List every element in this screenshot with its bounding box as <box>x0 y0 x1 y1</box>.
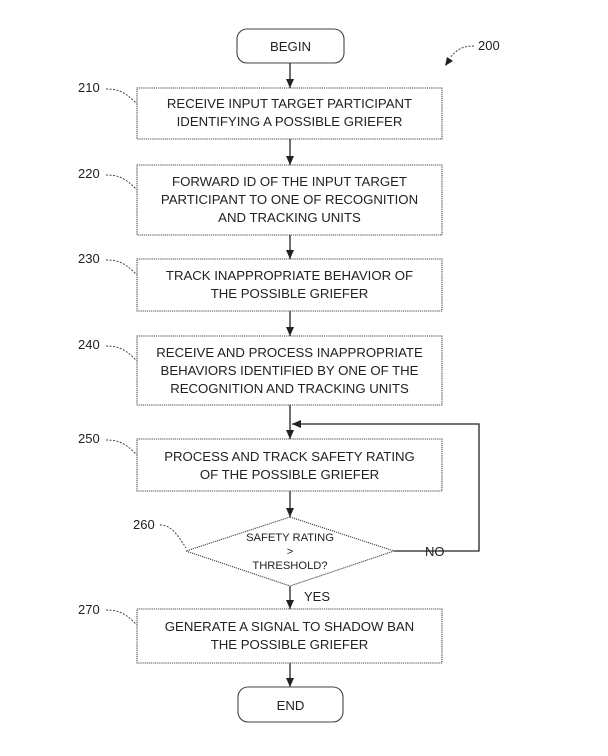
step-270: GENERATE A SIGNAL TO SHADOW BAN THE POSS… <box>78 602 443 664</box>
step-210-line-2: IDENTIFYING A POSSIBLE GRIEFER <box>177 114 403 129</box>
decision-260: SAFETY RATING > THRESHOLD? 260 NO YES <box>133 516 445 604</box>
step-250-line-1: PROCESS AND TRACK SAFETY RATING <box>164 449 415 464</box>
step-270-line-2: THE POSSIBLE GRIEFER <box>211 637 369 652</box>
no-label: NO <box>425 544 445 559</box>
step-240-ref: 240 <box>78 337 100 352</box>
arrow-260-250-no <box>292 420 480 552</box>
begin-terminal: BEGIN <box>236 28 345 64</box>
decision-line-1: SAFETY RATING <box>246 532 334 544</box>
step-220-ref: 220 <box>78 166 100 181</box>
step-230-ref: 230 <box>78 251 100 266</box>
figure-number: 200 <box>478 38 500 53</box>
step-270-ref: 270 <box>78 602 100 617</box>
step-220-line-1: FORWARD ID OF THE INPUT TARGET <box>172 174 407 189</box>
step-230: TRACK INAPPROPRIATE BEHAVIOR OF THE POSS… <box>78 251 443 312</box>
figure-reference: 200 <box>445 38 500 66</box>
step-230-line-2: THE POSSIBLE GRIEFER <box>211 286 369 301</box>
step-240-line-3: RECOGNITION AND TRACKING UNITS <box>170 381 409 396</box>
step-240-line-1: RECEIVE AND PROCESS INAPPROPRIATE <box>156 345 423 360</box>
end-terminal: END <box>237 686 344 723</box>
decision-ref: 260 <box>133 517 155 532</box>
step-210-ref: 210 <box>78 80 100 95</box>
step-240-line-2: BEHAVIORS IDENTIFIED BY ONE OF THE <box>161 363 419 378</box>
decision-line-2: > <box>287 546 294 558</box>
step-220-line-2: PARTICIPANT TO ONE OF RECOGNITION <box>161 192 418 207</box>
step-270-line-1: GENERATE A SIGNAL TO SHADOW BAN <box>165 619 414 634</box>
step-250-line-2: OF THE POSSIBLE GRIEFER <box>200 467 379 482</box>
step-220-line-3: AND TRACKING UNITS <box>218 210 361 225</box>
step-240: RECEIVE AND PROCESS INAPPROPRIATE BEHAVI… <box>78 335 443 406</box>
step-230-line-1: TRACK INAPPROPRIATE BEHAVIOR OF <box>166 268 413 283</box>
step-220: FORWARD ID OF THE INPUT TARGET PARTICIPA… <box>78 164 443 236</box>
yes-label: YES <box>304 589 330 604</box>
step-210: RECEIVE INPUT TARGET PARTICIPANT IDENTIF… <box>78 80 443 140</box>
step-250: PROCESS AND TRACK SAFETY RATING OF THE P… <box>78 431 443 492</box>
step-250-ref: 250 <box>78 431 100 446</box>
end-label: END <box>277 698 305 713</box>
decision-line-3: THRESHOLD? <box>252 560 327 572</box>
begin-label: BEGIN <box>270 39 311 54</box>
flow-arrows <box>286 63 480 687</box>
step-210-line-1: RECEIVE INPUT TARGET PARTICIPANT <box>167 96 412 111</box>
